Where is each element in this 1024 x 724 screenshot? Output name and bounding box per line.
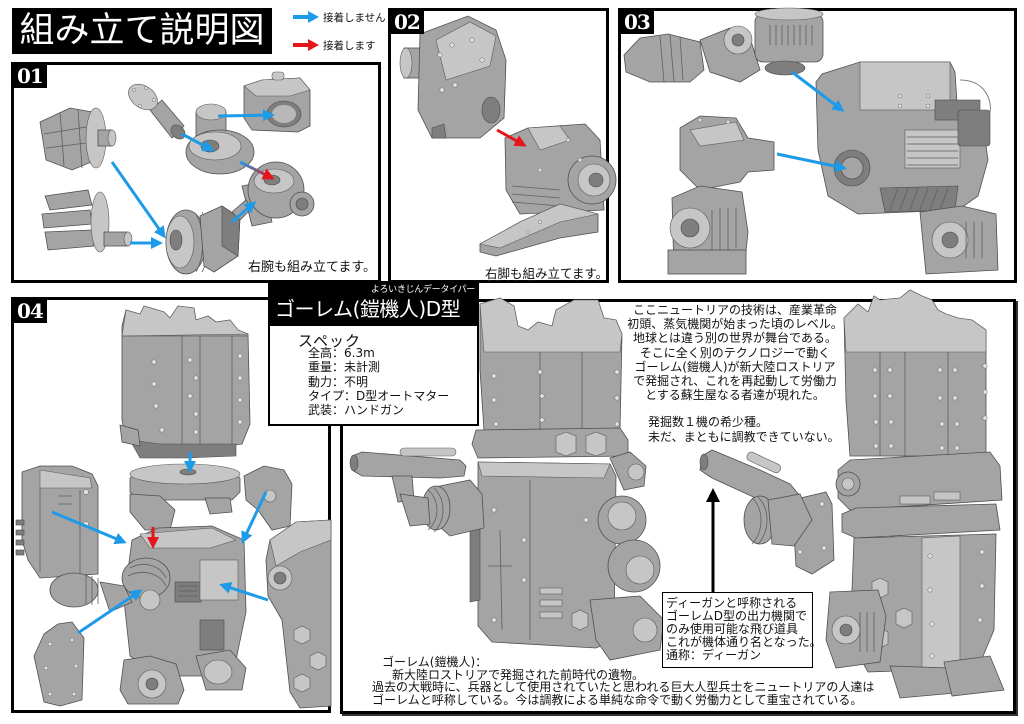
spec-type: タイプ：D型オートマター: [308, 389, 449, 403]
lore-line: で発掘され、これを再起動して労働力: [633, 374, 837, 389]
step-number: 04: [14, 300, 47, 323]
legend-label: 接着しません: [323, 11, 386, 24]
spec-height: 全高：6.3m: [308, 346, 449, 360]
spec-weight: 重量：未計測: [308, 360, 449, 374]
step-panel-03: 03: [618, 8, 1017, 283]
spec-separator: ：: [332, 403, 345, 418]
spec-value: 未計測: [344, 360, 381, 375]
lore-line: 地球とは違う別の世界が舞台である。: [633, 331, 837, 346]
rarity-note: 発掘数１機の希少種。 未だ、まともに調教できていない。: [648, 415, 840, 445]
step-panel-02: 02 右脚も組み立てます。: [388, 8, 609, 283]
description-line: ゴーレムと呼称している。今は調教による単純な命令で動く労働力として重宝されている…: [372, 692, 863, 707]
lore-line: ここニュートリアの技術は、産業革命: [632, 303, 837, 317]
spec-separator: ：: [344, 388, 357, 403]
spec-key: タイプ: [308, 388, 345, 403]
lore-line: 初頭、蒸気機関が始まった頃のレベル。: [627, 317, 843, 332]
spec-separator: ：: [332, 374, 345, 389]
spec-power: 動力：不明: [308, 375, 449, 389]
step-number: 03: [621, 11, 654, 34]
description-line: 過去の大戦時に、兵器として使用されていたと思われる巨大人型兵士をニュートリアの人…: [372, 680, 875, 695]
weapon-line: ディーガンと呼称される: [666, 596, 798, 610]
spec-list: 全高：6.3m 重量：未計測 動力：不明 タイプ：D型オートマター 武装：ハンド…: [308, 346, 449, 417]
page-title: 組み立て説明図: [12, 8, 272, 54]
spec-value: ハンドガン: [344, 403, 405, 418]
lore-line: そこに全く別のテクノロジーで動く: [639, 345, 831, 360]
model-name: ゴーレム(鎧機人)D型: [275, 297, 461, 321]
description-line: 新大陸ロストリアで発掘された前時代の遺物。: [392, 667, 645, 682]
legend-glue: 接着します: [292, 37, 376, 53]
spec-key: 武装: [308, 403, 333, 418]
spec-key: 重量: [308, 360, 333, 375]
weapon-callout-box: ディーガンと呼称される ゴーレムD型の出力機関で のみ使用可能な飛び道具 これが…: [662, 592, 822, 668]
spec-heading: スペック: [298, 332, 361, 350]
rarity-line: 未だ、まともに調教できていない。: [648, 430, 840, 444]
legend-label: 接着します: [323, 39, 376, 52]
spec-separator: ：: [332, 360, 345, 375]
model-name-ruby: よろいきじんデータイパー: [370, 285, 476, 295]
blue-arrow-icon: [293, 11, 319, 23]
weapon-line: のみ使用可能な飛び道具: [666, 622, 799, 636]
step-caption: 右脚も組み立てます。: [485, 266, 609, 281]
weapon-line: 通称：ディーガン: [666, 648, 762, 662]
spec-armament: 武装：ハンドガン: [308, 403, 449, 417]
spec-key: 動力: [308, 374, 333, 389]
weapon-line: ゴーレムD型の出力機関で: [666, 609, 808, 623]
red-arrow-icon: [293, 39, 319, 51]
model-title-box: よろいきじんデータイパー ゴーレム(鎧機人)D型: [268, 281, 479, 327]
lore-line: ゴーレム(鎧機人)が新大陸ロストリア: [634, 359, 836, 374]
description-heading: ゴーレム(鎧機人)：: [382, 655, 488, 669]
lore-line: とする蘇生屋なる者達が現れた。: [645, 388, 825, 403]
step-caption: 右腕も組み立てます。: [248, 260, 377, 275]
spec-value: 不明: [344, 374, 369, 389]
spec-value: 6.3m: [344, 346, 375, 360]
step-number: 02: [391, 11, 424, 34]
spec-key: 全高: [308, 346, 333, 360]
spec-box: スペック 全高：6.3m 重量：未計測 動力：不明 タイプ：D型オートマター 武…: [268, 326, 479, 426]
golem-description: ゴーレム(鎧機人)： 新大陸ロストリアで発掘された前時代の遺物。 過去の大戦時に…: [372, 656, 874, 706]
step-panel-01: 01 右腕も組み立てます。: [11, 62, 381, 283]
legend-no-glue: 接着しません: [292, 9, 386, 25]
step-number: 01: [14, 65, 47, 88]
rarity-line: 発掘数１機の希少種。: [648, 415, 769, 429]
weapon-line: これが機体通り名となった。: [666, 635, 822, 649]
spec-separator: ：: [332, 346, 345, 360]
lore-paragraph: ここニュートリアの技術は、産業革命 初頭、蒸気機関が始まった頃のレベル。 地球と…: [612, 303, 858, 402]
spec-value: D型オートマター: [356, 388, 450, 403]
